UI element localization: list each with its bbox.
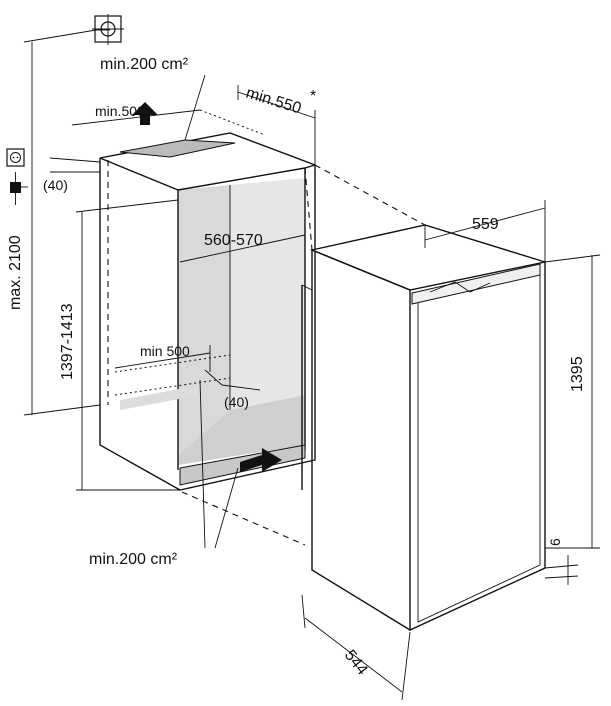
appliance — [301, 224, 546, 632]
niche-cabinet — [99, 132, 316, 491]
top-vent-label: min.200 cm² — [100, 56, 189, 73]
top-depth-label: min.550 — [244, 85, 304, 118]
inner-width-label: 560-570 — [204, 232, 263, 249]
top-width-label: min.500 — [95, 103, 145, 119]
socket-icon — [6, 148, 25, 167]
plinth-label: 6 — [547, 538, 563, 546]
top-depth-mark: * — [310, 88, 316, 105]
airflow-arrows — [132, 102, 282, 472]
niche-height-label: 1397-1413 — [59, 303, 76, 380]
crosshair-icon — [92, 14, 124, 45]
dimension-lines — [23, 29, 601, 701]
appliance-depth-label: 544 — [341, 647, 371, 679]
max-height-label: max. 2100 — [7, 235, 24, 310]
bottom-vent-label: min.200 cm² — [89, 551, 178, 568]
appliance-height-label: 1395 — [569, 356, 586, 392]
gap-bottom-label: (40) — [224, 394, 249, 410]
appliance-width-label: 559 — [472, 216, 499, 233]
plug-icon — [10, 172, 28, 205]
gap-top-label: (40) — [43, 177, 68, 193]
niche-depth-label: min 500 — [140, 343, 190, 359]
